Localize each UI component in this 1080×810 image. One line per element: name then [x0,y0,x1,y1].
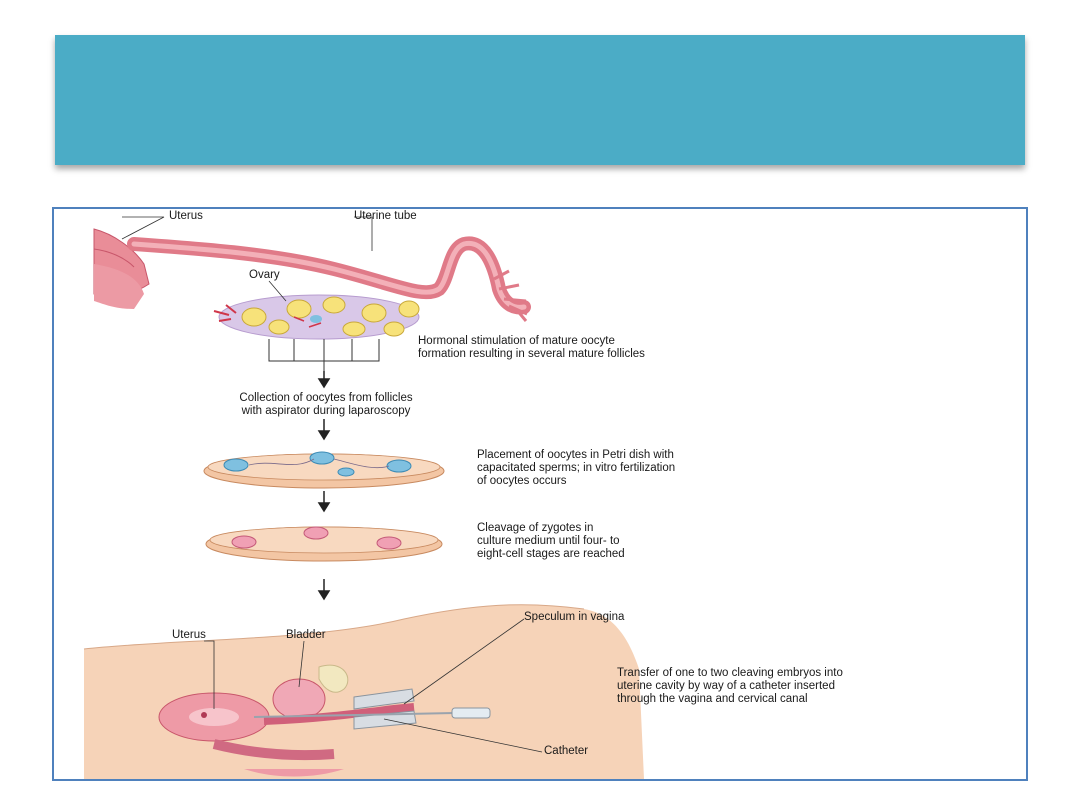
ivf-diagram-frame: Uterus Uterine tube Ovary Uterus Bladder… [52,207,1028,781]
label-catheter: Catheter [544,745,589,757]
step-hormonal-stimulation: Hormonal stimulation of mature oocyte fo… [418,335,645,360]
step-oocyte-collection: Collection of oocytes from follicles wit… [239,392,413,417]
label-uterine-tube: Uterine tube [354,210,417,222]
label-uterus-bottom: Uterus [172,629,206,641]
aspiration-bracket [268,339,380,381]
label-bladder: Bladder [286,629,326,641]
label-uterus-top: Uterus [169,210,203,222]
label-speculum: Speculum in vagina [524,611,625,623]
title-banner [55,35,1025,165]
embryo-transfer-illustration [83,604,644,779]
ivf-diagram-illustration [83,216,644,779]
petri-dish-zygotes [205,526,443,562]
step-zygote-cleavage: Cleavage of zygotes in culture medium un… [477,522,625,560]
flow-arrows [317,371,331,601]
petri-dish-oocytes [203,451,445,489]
step-embryo-transfer: Transfer of one to two cleaving embryos … [617,667,843,705]
uterus-tube-ovary-illustration [93,228,531,340]
step-petri-fertilization: Placement of oocytes in Petri dish with … [477,449,676,487]
label-ovary: Ovary [249,269,280,281]
